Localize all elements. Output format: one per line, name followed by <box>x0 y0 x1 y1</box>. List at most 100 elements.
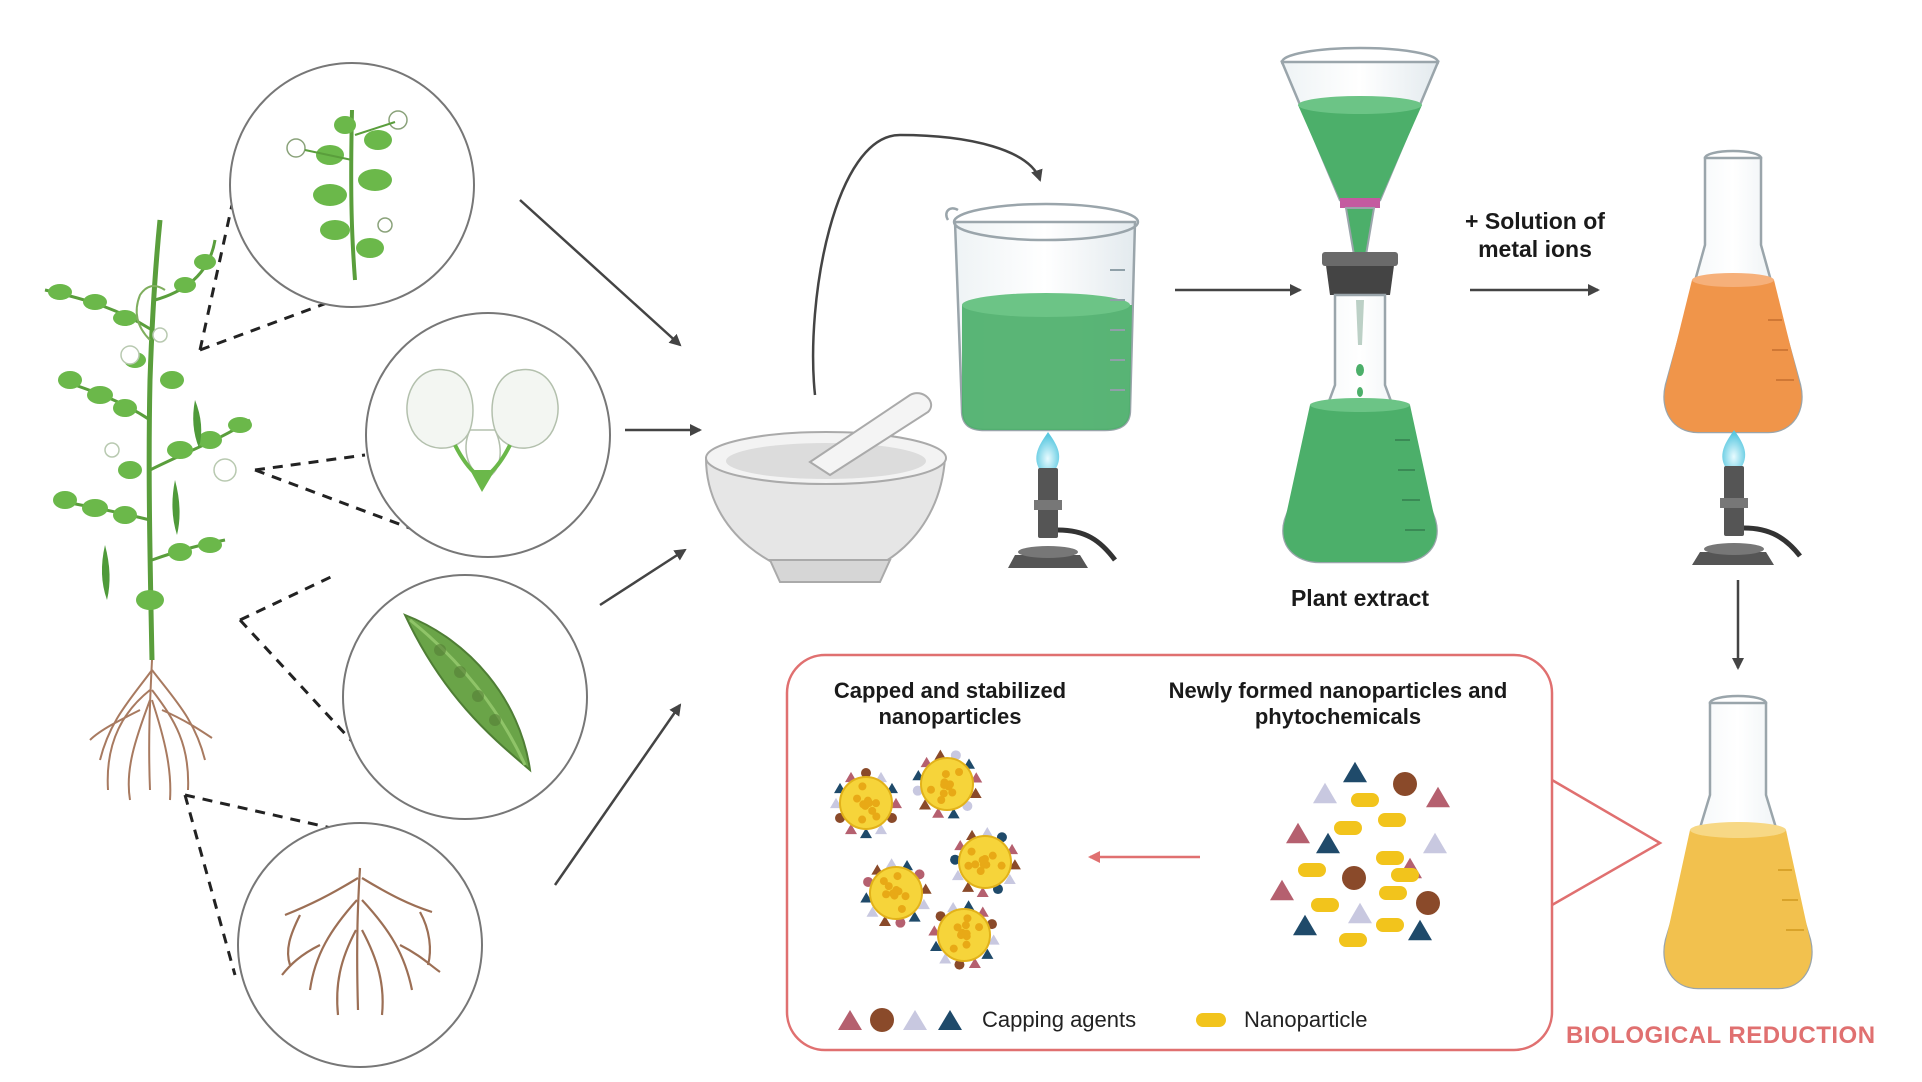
capping-agent <box>875 823 887 835</box>
capping-agent <box>947 808 960 819</box>
capping-agent <box>1408 919 1432 941</box>
nanoparticle-grain <box>879 877 888 886</box>
capping-agent <box>981 826 994 838</box>
nanoparticle-grain <box>948 788 957 797</box>
capping-agent <box>932 807 945 818</box>
capping-agent <box>1426 786 1450 808</box>
nanoparticle-grain <box>893 872 902 881</box>
capping-agent <box>954 959 965 970</box>
nanoparticle-grain <box>961 921 970 930</box>
capped-nanoparticle <box>830 768 902 839</box>
capping-agent <box>1313 782 1337 804</box>
capped-nanoparticle <box>860 858 932 928</box>
capping-agent <box>908 911 921 922</box>
root-circle <box>237 822 483 1068</box>
capping-agent <box>939 953 952 964</box>
capping-agent <box>860 892 873 903</box>
capped-nanoparticle <box>928 900 1000 970</box>
capping-agent <box>860 827 872 839</box>
capping-agent <box>1270 879 1294 901</box>
legend-navy-triangle <box>938 1010 962 1030</box>
nanoparticle <box>1376 918 1404 932</box>
capping-agent <box>1343 761 1367 783</box>
nanoparticle-grain <box>861 801 870 810</box>
capped-title: Capped and stabilized nanoparticles <box>820 678 1080 731</box>
capping-agent <box>930 940 943 951</box>
capping-agent <box>878 915 891 926</box>
filtration-flask <box>1280 46 1440 564</box>
capping-agent <box>861 768 871 778</box>
nanoparticle-grain <box>975 923 984 932</box>
nanoparticle-grain <box>940 780 949 789</box>
nanoparticle-grain <box>953 923 962 932</box>
capped-line1: Capped and stabilized <box>833 678 1067 703</box>
newly-formed-particles <box>1270 761 1450 947</box>
capping-agent <box>1316 832 1340 854</box>
leaf-stem-circle <box>229 62 475 308</box>
newly-formed-title: Newly formed nanoparticles and phytochem… <box>1148 678 1528 731</box>
nanoparticle <box>1334 821 1362 835</box>
capping-agent <box>890 797 902 809</box>
capped-nanoparticles <box>830 749 1021 970</box>
yellow-flask <box>1663 694 1813 990</box>
nanoparticle-grain <box>892 886 901 895</box>
legend-nanoparticle <box>1196 1013 1226 1027</box>
nanoparticle <box>1298 863 1326 877</box>
capping-agents-label: Capping agents <box>982 1007 1137 1032</box>
nanoparticle <box>1378 813 1406 827</box>
capping-agent <box>845 823 857 835</box>
plant-extract-label: Plant extract <box>1290 585 1430 611</box>
nanoparticle-grain <box>949 944 958 953</box>
capped-nanoparticle <box>950 826 1021 898</box>
metal-ions-line2: metal ions <box>1478 235 1592 262</box>
capping-agent <box>962 881 975 892</box>
nanoparticle-grain <box>962 929 971 938</box>
capping-agent <box>830 797 842 809</box>
capping-agent <box>1293 914 1317 936</box>
capping-agent <box>895 917 906 928</box>
capping-agent <box>1348 902 1372 924</box>
pea-plant-illustration <box>44 219 252 801</box>
metal-ions-line1: + Solution of <box>1465 208 1605 234</box>
nanoparticle-grain <box>882 890 891 899</box>
capping-agent <box>950 854 961 865</box>
beaker <box>945 202 1140 432</box>
capping-agent <box>885 858 898 869</box>
newly-line2: phytochemicals <box>1254 704 1422 730</box>
capped-line2: nanoparticles <box>878 704 1022 730</box>
dashed-connectors <box>183 204 416 976</box>
nanoparticle-grain <box>858 782 867 791</box>
legend-brown-circle <box>870 1008 894 1032</box>
nanoparticle-grain <box>963 914 972 923</box>
capping-agent <box>976 886 989 898</box>
nanoparticle-grain <box>962 940 971 949</box>
nanoparticle-grain <box>988 851 997 860</box>
capping-agent <box>1423 832 1447 854</box>
metal-ions-label: + Solution of metal ions <box>1455 208 1615 263</box>
capping-agent <box>1342 866 1366 890</box>
nanoparticle-grain <box>884 882 893 891</box>
bunsen-burner <box>1008 432 1117 568</box>
nanoparticle-grain <box>926 785 935 794</box>
nanoparticle-grain <box>955 768 964 777</box>
nanoparticle-grain <box>967 847 976 856</box>
nanoparticle-grain <box>976 867 985 876</box>
arrows-to-mortar <box>519 199 702 886</box>
nanoparticle-grain <box>871 799 880 808</box>
arrow-mortar-to-beaker <box>811 133 1043 396</box>
biological-reduction-label: BIOLOGICAL REDUCTION <box>1566 1022 1876 1049</box>
capping-agent <box>918 799 931 810</box>
nanoparticle-grain <box>978 856 987 865</box>
nanoparticle <box>1311 898 1339 912</box>
capping-agent <box>1416 891 1440 915</box>
capping-agent <box>917 898 930 910</box>
newly-line1: Newly formed nanoparticles and <box>1168 678 1508 703</box>
capping-agent <box>962 900 975 911</box>
nanoparticle-grain <box>872 812 881 821</box>
capping-agent <box>866 906 879 917</box>
capping-agent <box>1286 822 1310 844</box>
nanoparticle <box>1391 868 1419 882</box>
legend-lavender-triangle <box>903 1010 927 1030</box>
capping-agent <box>969 787 982 798</box>
